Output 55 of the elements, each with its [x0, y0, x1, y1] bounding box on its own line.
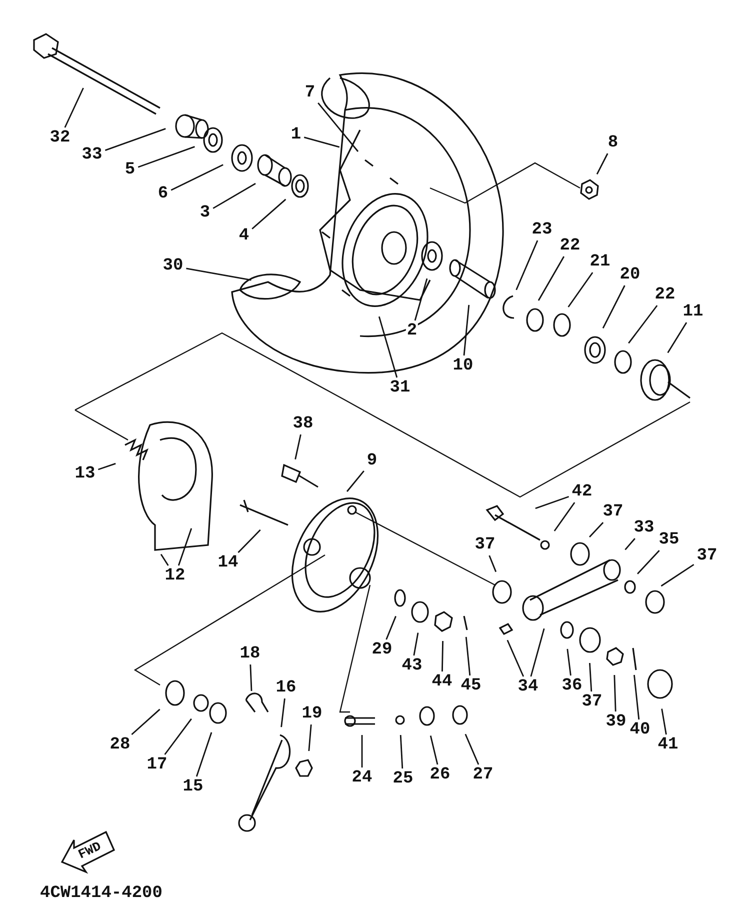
- leader-line: [624, 538, 636, 550]
- leader-line: [361, 735, 363, 768]
- leader-line: [346, 470, 364, 492]
- leader-line: [667, 322, 688, 354]
- leader-line: [318, 102, 359, 152]
- leader-line: [308, 724, 312, 752]
- leader-line: [378, 316, 398, 378]
- leader-line: [413, 632, 419, 656]
- leader-line: [186, 268, 252, 281]
- leader-line: [64, 88, 84, 128]
- leader-line: [400, 734, 404, 769]
- leader-line: [634, 674, 640, 720]
- leader-line: [238, 529, 261, 553]
- leader-line: [530, 628, 545, 677]
- leader-line: [98, 462, 116, 470]
- leader-line: [538, 256, 564, 301]
- leader-line: [212, 182, 256, 209]
- leader-line: [464, 734, 480, 765]
- leader-line: [442, 640, 444, 672]
- leader-line: [164, 718, 192, 755]
- leader-line: [196, 732, 212, 777]
- leader-line: [535, 496, 570, 510]
- leader-line: [160, 554, 169, 566]
- leader-line: [386, 616, 396, 640]
- leader-line: [566, 648, 572, 676]
- leader-line: [661, 708, 667, 735]
- leader-line: [516, 240, 538, 290]
- leader-line: [588, 522, 604, 538]
- leader-line: [138, 146, 195, 168]
- leader-line: [252, 198, 286, 230]
- leader-line: [589, 662, 592, 692]
- leader-line: [660, 564, 694, 587]
- leader-line: [614, 674, 616, 712]
- leader-line: [280, 698, 286, 728]
- leader-line: [636, 550, 660, 574]
- leader-line: [506, 640, 524, 677]
- leader-line: [463, 304, 470, 356]
- leader-line: [170, 164, 224, 191]
- leader-line: [568, 272, 594, 308]
- leader-line: [131, 708, 160, 736]
- leader-line: [465, 636, 471, 676]
- leader-line: [178, 528, 192, 566]
- direction-label: FWD: [76, 838, 104, 862]
- leader-line: [414, 278, 428, 321]
- leader-line: [104, 128, 166, 151]
- leader-line: [430, 736, 438, 765]
- leader-line: [554, 502, 576, 532]
- part-number: 4CW1414-4200: [40, 884, 162, 903]
- leader-line: [304, 136, 340, 148]
- leader-line: [596, 153, 608, 175]
- leader-line: [294, 434, 302, 460]
- leader-line: [250, 664, 252, 692]
- leader-line: [602, 285, 626, 329]
- leader-line: [488, 555, 497, 572]
- leader-line: [628, 305, 658, 344]
